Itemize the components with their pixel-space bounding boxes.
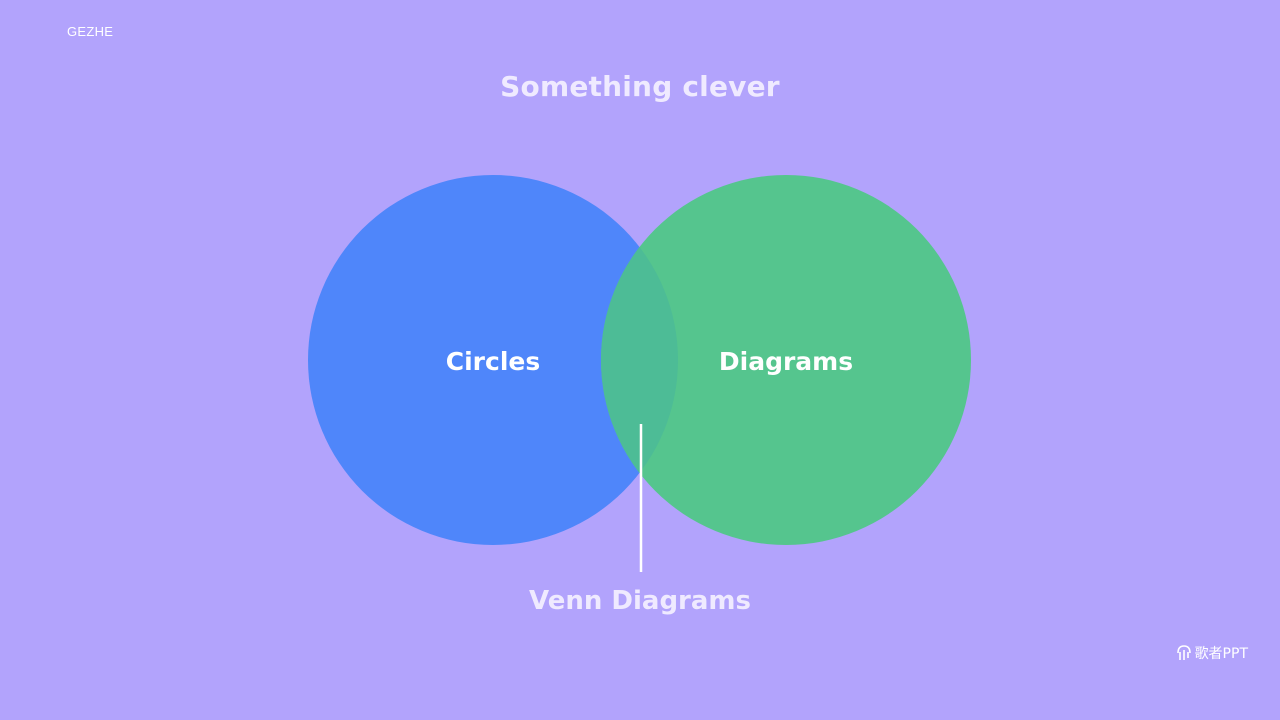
waveform-icon: [1176, 645, 1191, 660]
footer-logo: 歌者PPT: [1176, 643, 1248, 663]
intersection-label: Venn Diagrams: [529, 586, 751, 616]
brand-mark: GEZHE: [67, 24, 114, 39]
venn-circle-circles: [308, 175, 678, 545]
slide-title: Something clever: [500, 70, 780, 103]
venn-label-diagrams: Diagrams: [719, 347, 853, 376]
footer-logo-text: 歌者PPT: [1194, 646, 1248, 662]
venn-label-circles: Circles: [446, 347, 540, 376]
venn-circle-diagrams: [601, 175, 971, 545]
